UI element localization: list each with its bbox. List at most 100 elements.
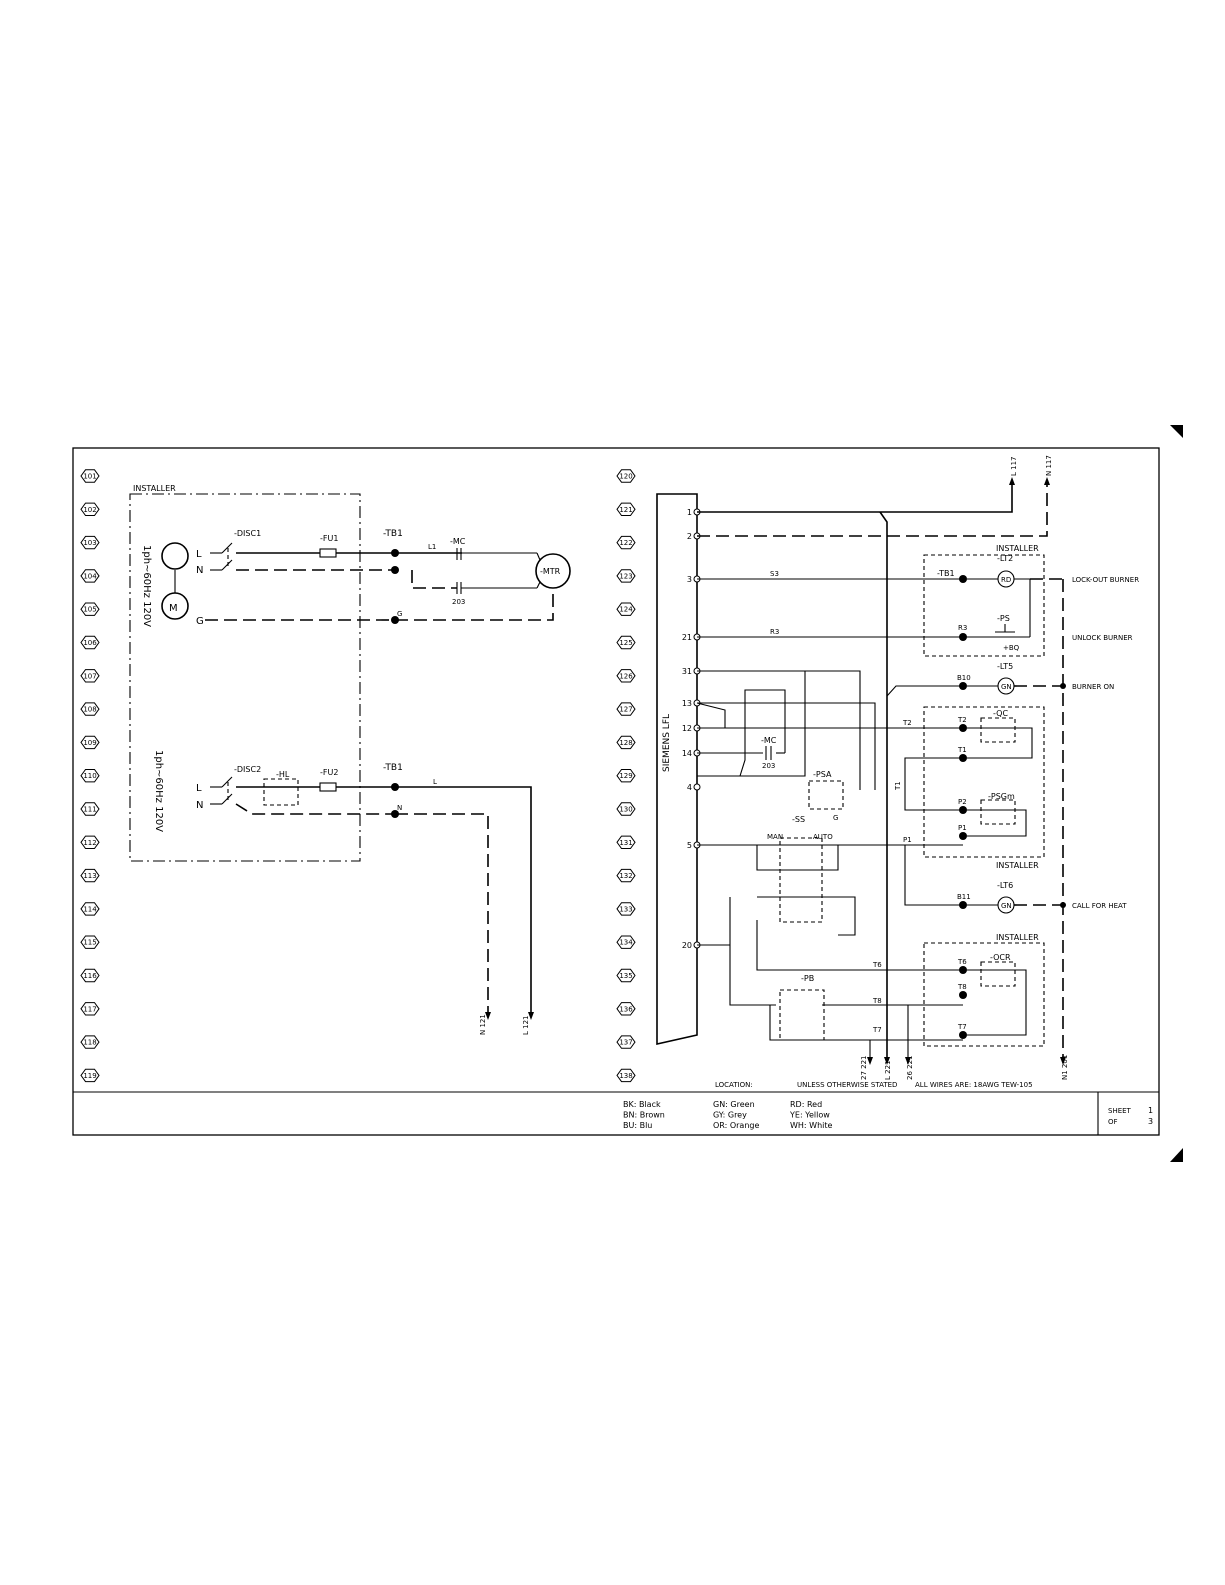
row-marker-label: 118: [83, 1039, 96, 1047]
row-marker-label: 124: [619, 606, 633, 614]
row-marker-label: 137: [619, 1039, 632, 1047]
svg-text:T2: T2: [902, 719, 912, 727]
row-marker: [616, 769, 636, 783]
lfl-terminal-label: 20: [682, 941, 692, 950]
mc-label-left: -MC: [450, 537, 466, 546]
svg-text:BURNER ON: BURNER ON: [1072, 683, 1114, 691]
siemens-lfl-controller: [656, 493, 698, 1045]
svg-text:T6: T6: [872, 961, 882, 969]
row-marker-label: 132: [619, 872, 632, 880]
legend-entry: WH: White: [790, 1121, 833, 1130]
row-marker-label: 114: [83, 905, 97, 913]
row-marker-label: 126: [619, 672, 633, 680]
row-marker: [616, 535, 636, 550]
installer-box-left: [129, 493, 361, 862]
svg-text:INSTALLER: INSTALLER: [996, 861, 1039, 870]
legend-entry: BU: Blu: [623, 1121, 652, 1130]
psa-switch-box: [808, 780, 844, 810]
svg-text:T8: T8: [957, 983, 967, 991]
svg-text:L 117: L 117: [1010, 457, 1018, 477]
row-marker-label: 122: [619, 539, 632, 547]
of-number: 3: [1148, 1117, 1153, 1126]
legend-entry: OR: Orange: [713, 1121, 759, 1130]
row-marker: [80, 702, 100, 716]
row-marker-label: 120: [619, 473, 632, 481]
row-marker: [616, 1035, 636, 1049]
svg-text:G: G: [833, 814, 838, 822]
row-marker: [80, 1035, 100, 1049]
installer-box-right-1: [923, 554, 1045, 657]
row-marker-label: 105: [83, 606, 96, 614]
row-marker-label: 113: [83, 872, 96, 880]
row-marker: [80, 902, 100, 916]
disc1-label: -DISC1: [234, 529, 261, 538]
svg-text:N 121: N 121: [479, 1014, 487, 1035]
row-marker: [616, 835, 636, 849]
row-marker: [616, 502, 636, 516]
row-marker-label: 101: [83, 473, 96, 481]
svg-text:T1: T1: [957, 746, 967, 754]
terminal-L: L: [196, 549, 202, 560]
disc1-switch: [210, 542, 233, 571]
svg-text:26 221: 26 221: [906, 1056, 914, 1081]
installer-box-right-3: [923, 942, 1045, 1047]
footer-unless: UNLESS OTHERWISE STATED: [797, 1081, 897, 1089]
lfl-terminal-label: 12: [682, 724, 692, 733]
row-marker-label: 131: [619, 839, 632, 847]
disc2-label: -DISC2: [234, 765, 261, 774]
row-marker: [616, 702, 636, 716]
row-marker: [80, 1068, 100, 1083]
row-markers-left: 1011021031041051061071081091101111121131…: [80, 469, 100, 1083]
svg-text:INSTALLER: INSTALLER: [996, 933, 1039, 942]
row-marker: [80, 669, 100, 683]
tb1-label-top: -TB1: [383, 529, 403, 539]
svg-text:B10: B10: [957, 674, 971, 682]
row-marker-label: 108: [83, 706, 96, 714]
svg-text:GN: GN: [1001, 902, 1012, 910]
row-marker-label: 128: [619, 739, 632, 747]
lfl-terminal-label: 21: [682, 633, 692, 642]
row-marker-label: 102: [83, 506, 96, 514]
lfl-terminal-label: 13: [682, 699, 692, 708]
row-marker: [616, 569, 636, 583]
svg-text:P2: P2: [958, 798, 967, 806]
row-marker: [80, 835, 100, 849]
svg-text:-HL: -HL: [276, 770, 290, 779]
svg-text:+BQ: +BQ: [1003, 644, 1020, 652]
svg-text:-PS: -PS: [997, 614, 1010, 623]
svg-text:-MC: -MC: [761, 736, 777, 745]
svg-text:-PSA: -PSA: [813, 770, 832, 779]
drawing-frame: [72, 447, 1160, 1136]
pb-pushbutton-box: [779, 989, 825, 1041]
row-markers-right: 1201211221231241251261271281291301311321…: [616, 469, 636, 1083]
row-marker: [616, 802, 636, 816]
row-marker-label: 121: [619, 506, 632, 514]
svg-text:P1: P1: [903, 836, 912, 844]
row-marker: [616, 968, 636, 983]
svg-text:-OCR: -OCR: [990, 953, 1011, 962]
lfl-terminal-label: 4: [687, 783, 692, 792]
row-marker: [80, 635, 100, 650]
supply-label-2: 1ph~60Hz 120V: [153, 750, 164, 832]
row-marker-label: 125: [619, 639, 632, 647]
terminal-N: N: [196, 565, 203, 576]
terminal-G: G: [196, 616, 204, 627]
row-marker-label: 123: [619, 572, 632, 580]
row-marker: [80, 769, 100, 783]
lfl-terminal-label: 2: [687, 532, 692, 541]
svg-text:SIEMENS LFL: SIEMENS LFL: [662, 714, 672, 772]
svg-text:-SS: -SS: [792, 815, 805, 824]
row-marker-label: 135: [619, 972, 632, 980]
row-marker: [80, 502, 100, 516]
row-marker-label: 136: [619, 1005, 633, 1013]
legend-entry: GY: Grey: [713, 1111, 747, 1120]
fu1-fuse: [319, 548, 337, 558]
svg-text:G: G: [397, 610, 402, 618]
svg-text:R3: R3: [958, 624, 967, 632]
sheet-label: SHEET: [1108, 1107, 1132, 1115]
legend-entry: BK: Black: [623, 1100, 661, 1109]
row-marker: [616, 1068, 636, 1083]
svg-text:-TB1: -TB1: [937, 569, 955, 578]
row-marker-label: 112: [83, 839, 96, 847]
